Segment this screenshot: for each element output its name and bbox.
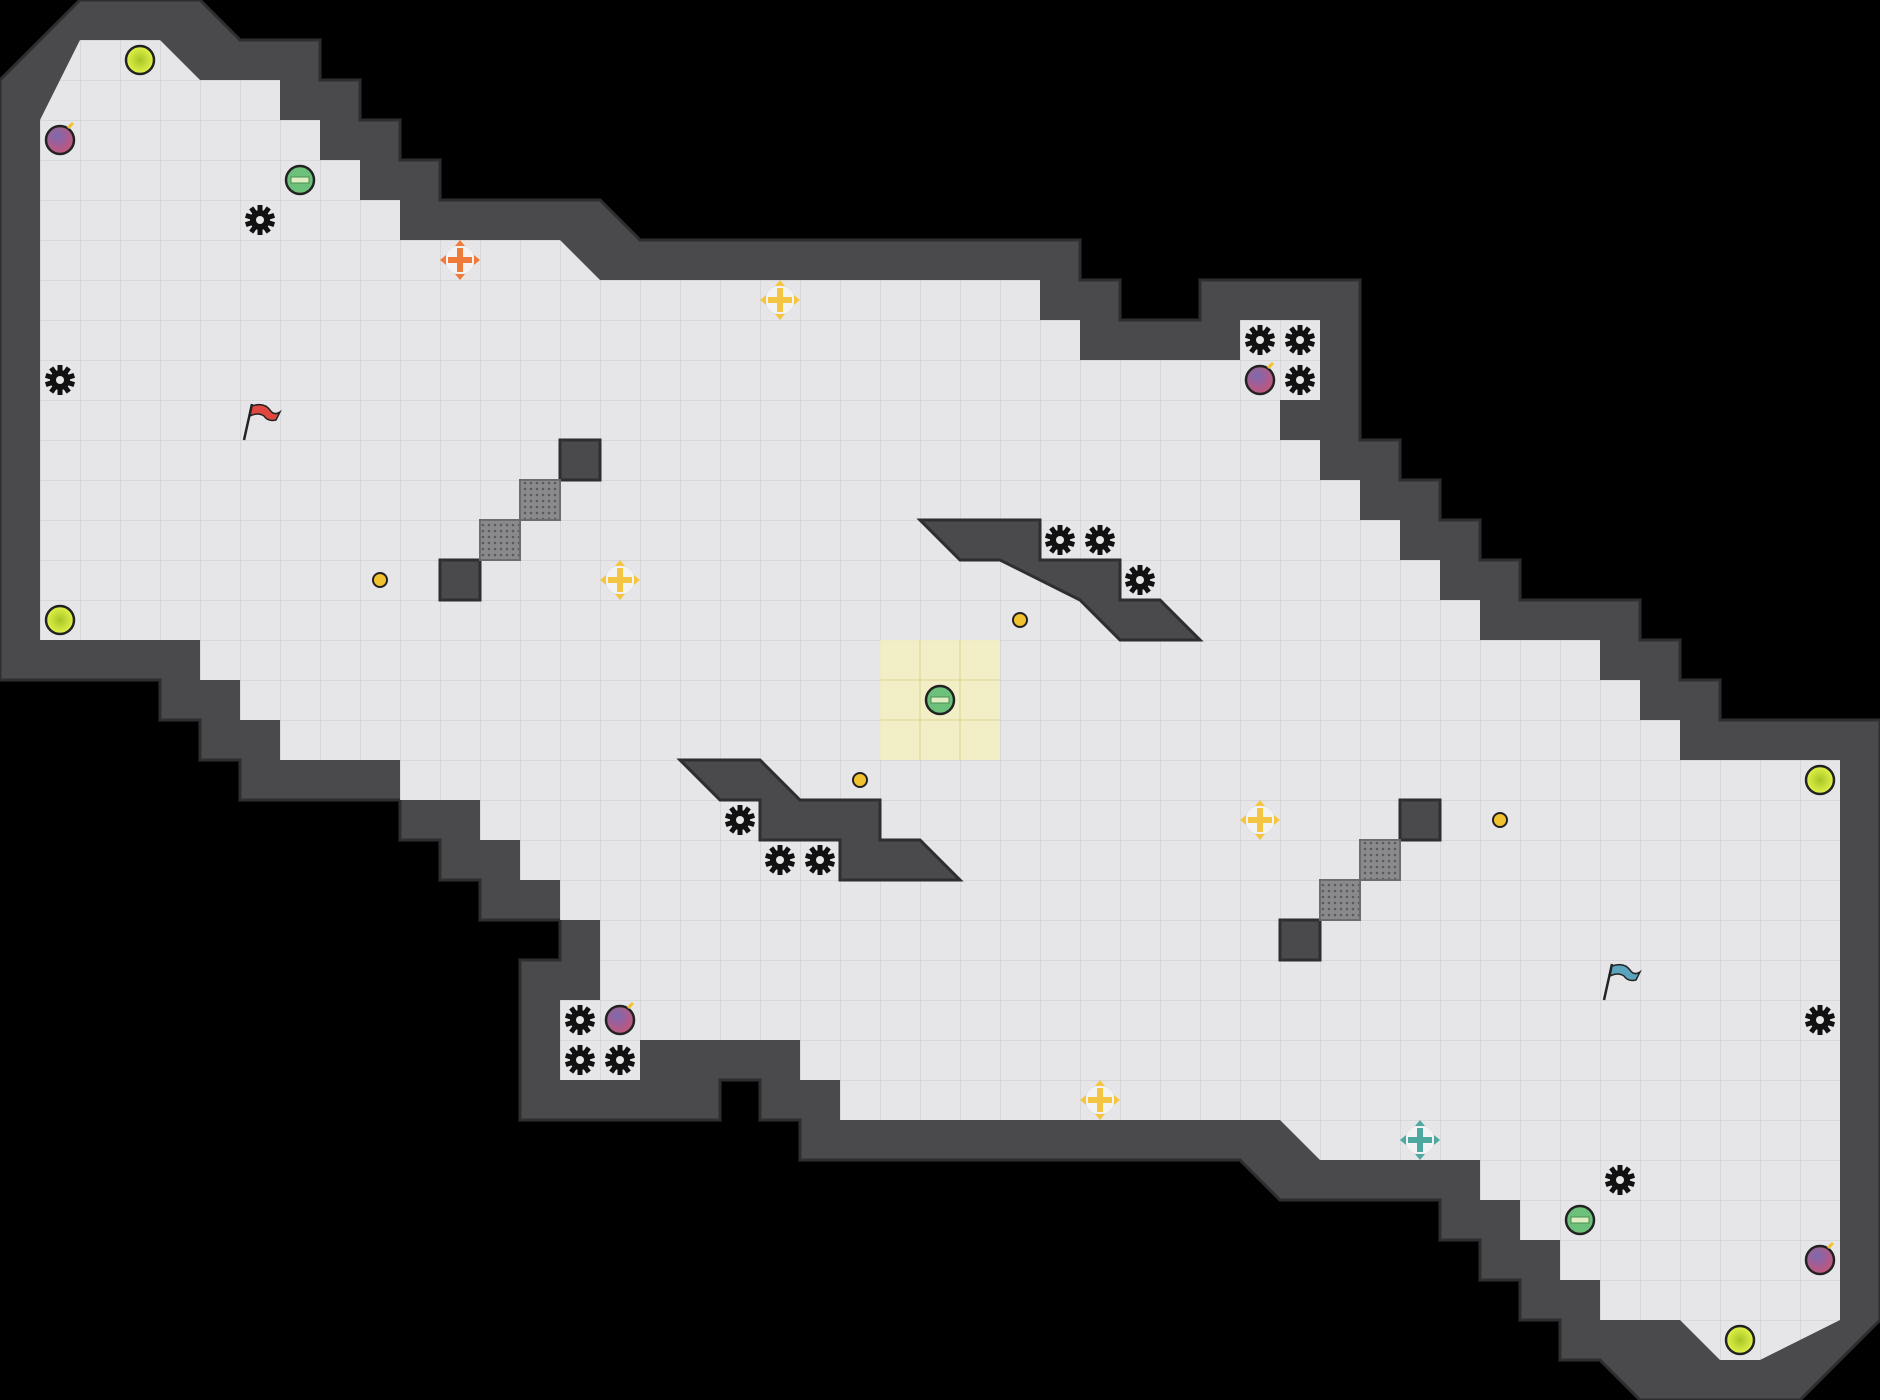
diagonal-wall xyxy=(916,518,1204,642)
red-flag-icon xyxy=(242,403,282,441)
bomb-icon xyxy=(604,1001,636,1036)
grate-tile xyxy=(519,479,561,521)
green-orb-icon xyxy=(284,164,316,196)
block-obstacle xyxy=(1398,798,1442,842)
boost-icon xyxy=(1240,800,1280,840)
gear-icon xyxy=(1084,525,1116,555)
bomb-icon xyxy=(1804,1241,1836,1276)
boosts xyxy=(440,240,1440,1160)
flags xyxy=(242,403,1642,1001)
blue-flag-icon xyxy=(1602,963,1642,1001)
gear-icon xyxy=(1244,325,1276,355)
gear-icon xyxy=(244,205,276,235)
gear-icon xyxy=(764,845,796,875)
yellow-orbs xyxy=(44,44,1836,1356)
grate-tile xyxy=(479,519,521,561)
yellow-orb-icon xyxy=(1804,764,1836,796)
grate-tile xyxy=(1319,879,1361,921)
gear-icon xyxy=(804,845,836,875)
gear-icon xyxy=(604,1045,636,1075)
block-obstacle xyxy=(558,438,602,482)
yellow-orb-icon xyxy=(124,44,156,76)
bombs xyxy=(44,121,1836,1276)
gear-icon xyxy=(1284,365,1316,395)
interior-obstacles xyxy=(438,438,1442,962)
boost-icon xyxy=(1400,1120,1440,1160)
green-orb-icon xyxy=(924,684,956,716)
gear-icon xyxy=(1804,1005,1836,1035)
gear-icon xyxy=(564,1005,596,1035)
diagonal-wall xyxy=(676,758,964,882)
boost-icon xyxy=(760,280,800,320)
gear-icon xyxy=(1284,325,1316,355)
yellow-orb-icon xyxy=(1724,1324,1756,1356)
gear-icon xyxy=(44,365,76,395)
coins xyxy=(372,572,1508,828)
green-orb-icon xyxy=(1564,1204,1596,1236)
grate-tile xyxy=(1359,839,1401,881)
boost-icon xyxy=(600,560,640,600)
block-obstacle xyxy=(438,558,482,602)
bomb-icon xyxy=(44,121,76,156)
block-obstacle xyxy=(1278,918,1322,962)
green-orbs xyxy=(284,164,1596,1236)
coin-icon xyxy=(852,772,868,788)
gears xyxy=(44,205,1836,1195)
yellow-orb-icon xyxy=(44,604,76,636)
gear-icon xyxy=(1604,1165,1636,1195)
gear-icon xyxy=(724,805,756,835)
grates xyxy=(479,479,1401,921)
coin-icon xyxy=(1012,612,1028,628)
gear-icon xyxy=(1124,565,1156,595)
coin-icon xyxy=(372,572,388,588)
bomb-icon xyxy=(1244,361,1276,396)
coin-icon xyxy=(1492,812,1508,828)
gear-icon xyxy=(564,1045,596,1075)
gear-icon xyxy=(1044,525,1076,555)
boost-icon xyxy=(1080,1080,1120,1120)
boost-icon xyxy=(440,240,480,280)
